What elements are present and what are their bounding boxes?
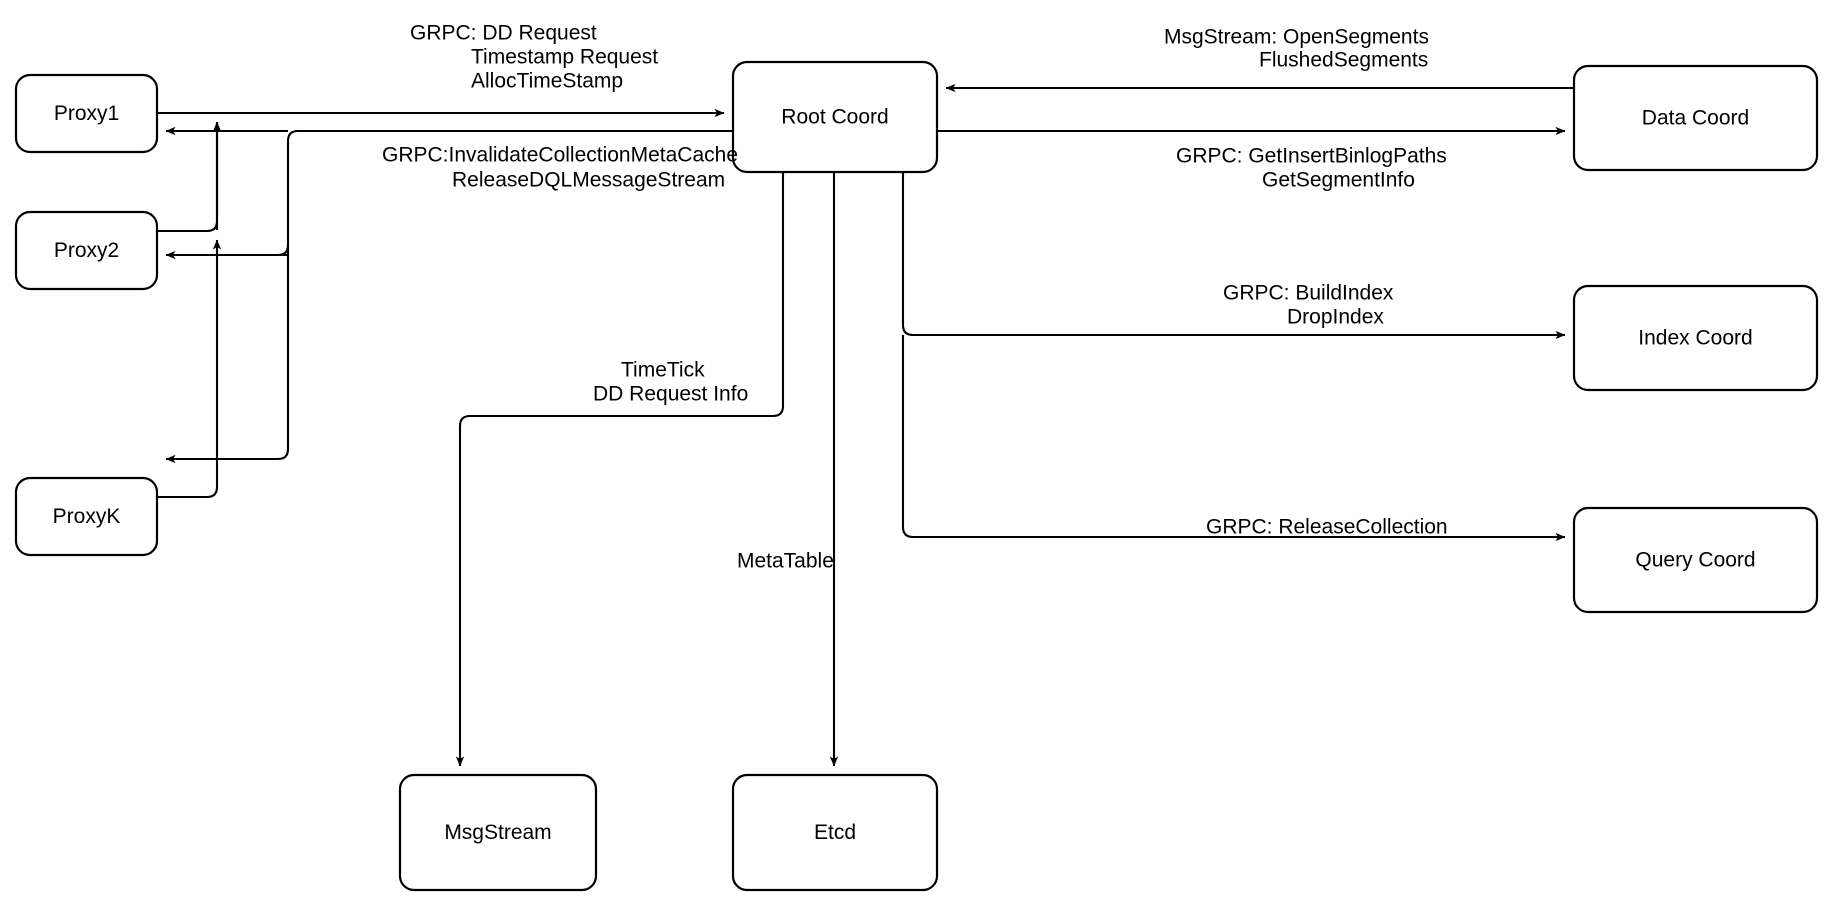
node-msgstream[interactable]: MsgStream xyxy=(398,773,598,892)
edge-label-line: Timestamp Request xyxy=(471,46,658,69)
node-label-indexcoord: Index Coord xyxy=(1638,327,1752,350)
node-proxy2[interactable]: Proxy2 xyxy=(14,210,159,291)
node-etcd[interactable]: Etcd xyxy=(731,773,939,892)
edge-label-line: MetaTable xyxy=(737,550,834,573)
edge-label-line: AllocTimeStamp xyxy=(471,70,623,93)
edge-label-line: GRPC:InvalidateCollectionMetaCache xyxy=(382,144,738,167)
node-rootcoord[interactable]: Root Coord xyxy=(731,60,939,174)
node-label-rootcoord: Root Coord xyxy=(781,106,888,129)
node-box-datacoord xyxy=(1572,64,1819,172)
node-box-proxy2 xyxy=(14,210,159,291)
edge-label-line: ReleaseDQLMessageStream xyxy=(452,169,725,192)
node-box-indexcoord xyxy=(1572,284,1819,392)
node-label-proxy1: Proxy1 xyxy=(54,102,119,125)
edge-label-line: GRPC: ReleaseCollection xyxy=(1206,516,1448,539)
edge-label-line: MsgStream: OpenSegments xyxy=(1164,26,1429,49)
edge-label-line: GRPC: DD Request xyxy=(410,22,597,45)
node-label-msgstream: MsgStream xyxy=(444,821,551,844)
edge-rootcoord-to-querycoord xyxy=(901,335,1566,542)
edge-label-root-to-etcd: MetaTable xyxy=(737,550,834,573)
edge-label-line: DropIndex xyxy=(1287,306,1384,329)
edge-label-line: FlushedSegments xyxy=(1259,49,1428,72)
edge-label-line: DD Request Info xyxy=(593,383,748,406)
edge-label-root-to-proxy: GRPC:InvalidateCollectionMetaCacheReleas… xyxy=(382,144,738,192)
edge-proxy2-to-proxy-group xyxy=(157,121,222,233)
edge-label-line: GRPC: BuildIndex xyxy=(1223,282,1394,305)
node-proxyk[interactable]: ProxyK xyxy=(14,476,159,557)
node-querycoord[interactable]: Query Coord xyxy=(1572,506,1819,614)
node-label-querycoord: Query Coord xyxy=(1635,549,1755,572)
edge-rootcoord-to-proxyk xyxy=(165,245,290,464)
node-indexcoord[interactable]: Index Coord xyxy=(1572,284,1819,392)
edge-label-line: TimeTick xyxy=(621,359,705,382)
edge-proxyk-to-proxy-group xyxy=(157,239,222,499)
node-box-msgstream xyxy=(398,773,598,892)
edge-label-line: GRPC: GetInsertBinlogPaths xyxy=(1176,145,1447,168)
node-label-proxyk: ProxyK xyxy=(53,505,121,528)
edge-rootcoord-to-msgstream xyxy=(455,172,785,767)
node-box-rootcoord xyxy=(731,60,939,174)
node-label-etcd: Etcd xyxy=(814,821,856,844)
node-box-etcd xyxy=(731,773,939,892)
node-box-proxyk xyxy=(14,476,159,557)
edges-layer xyxy=(157,83,1574,767)
node-label-proxy2: Proxy2 xyxy=(54,239,119,262)
edge-label-line: GetSegmentInfo xyxy=(1262,169,1415,192)
node-proxy1[interactable]: Proxy1 xyxy=(14,73,159,154)
edge-label-root-to-querycoord: GRPC: ReleaseCollection xyxy=(1206,516,1448,539)
node-box-proxy1 xyxy=(14,73,159,154)
node-datacoord[interactable]: Data Coord xyxy=(1572,64,1819,172)
edge-rootcoord-to-indexcoord xyxy=(901,172,1566,340)
node-label-datacoord: Data Coord xyxy=(1642,107,1749,130)
node-box-querycoord xyxy=(1572,506,1819,614)
